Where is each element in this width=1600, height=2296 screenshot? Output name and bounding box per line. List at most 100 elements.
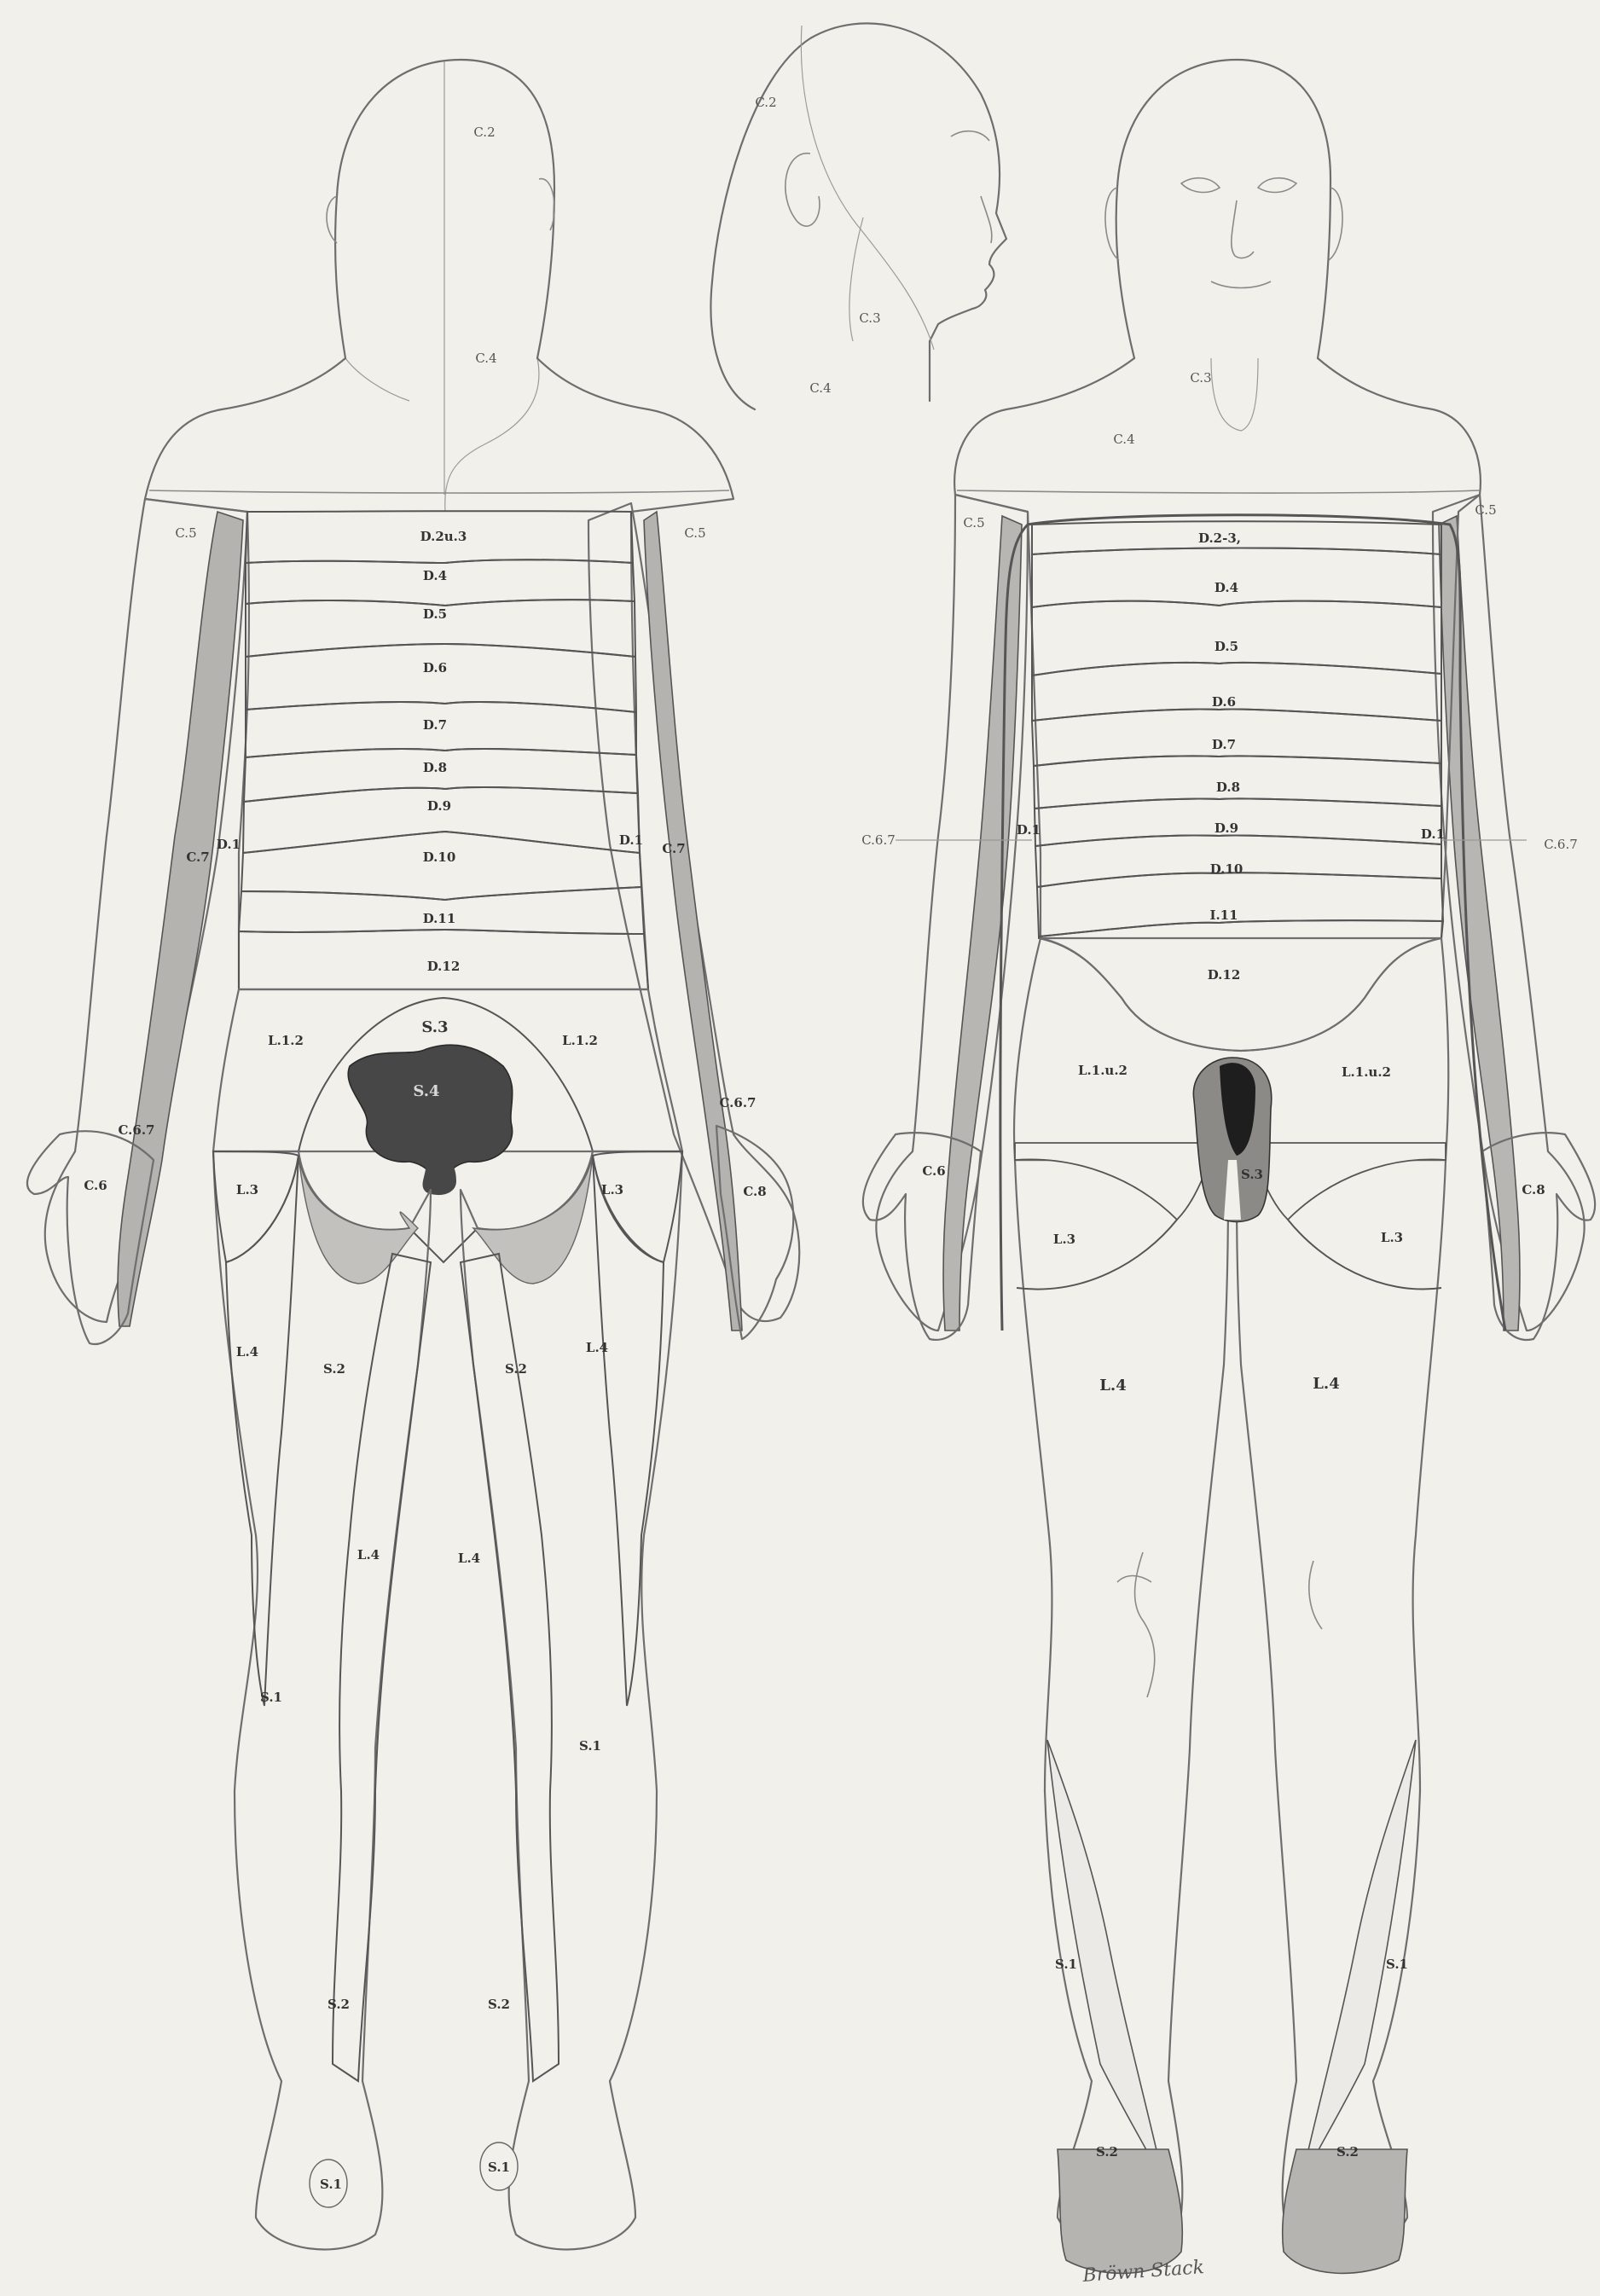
back-band-d9 [243,787,640,853]
back-label-l4-right-outer: L.4 [586,1340,608,1355]
front-label-c3: C.3 [1190,370,1211,386]
front-label-s1-left: S.1 [1055,1957,1077,1972]
front-label-l1u2-right: L.1.u.2 [1342,1064,1391,1080]
front-label-l3-right: L.3 [1381,1230,1403,1245]
front-label-d1-left: D.1 [1017,822,1041,838]
front-label-s2-right: S.2 [1336,2144,1359,2160]
front-band-d11 [1037,873,1443,936]
front-label-c4: C.4 [1113,432,1134,447]
front-left-arm-band [943,516,1022,1331]
front-right-l3-boundary [1288,1220,1441,1290]
front-label-c67-left: C.6.7 [861,832,896,848]
front-label-l3-left: L.3 [1053,1232,1075,1247]
head-label-c4: C.4 [809,380,831,396]
back-label-l4-right-inner: L.4 [458,1551,480,1566]
back-label-d1-right: D.1 [619,832,643,848]
back-label-d12: D.12 [427,959,461,974]
front-head [1116,60,1330,358]
back-label-d6: D.6 [423,660,447,675]
back-label-s1-left-heel: S.1 [320,2177,342,2192]
front-label-c67-right: C.6.7 [1544,837,1578,852]
front-label-s2-left: S.2 [1096,2144,1118,2160]
back-label-d8: D.8 [423,760,447,775]
front-label-d10: D.10 [1210,861,1243,877]
front-label-l4-left: L.4 [1099,1377,1126,1394]
back-label-c7-right: C.7 [662,841,685,856]
front-band-d12 [1039,920,1443,1051]
front-label-s1-right: S.1 [1386,1957,1408,1972]
head-profile-ear [786,154,820,226]
back-label-l3-right: L.3 [601,1182,623,1197]
back-left-l4-outer [226,1156,299,1706]
front-label-d23: D.2-3, [1198,531,1241,546]
back-label-s2-left-ankle: S.2 [328,1997,350,2012]
back-inner-thigh-s3-left [299,1156,418,1284]
front-label-l4-right: L.4 [1313,1375,1339,1393]
front-left-foot [1058,2149,1182,2273]
back-label-s1-left-calf: S.1 [260,1690,282,1705]
front-labels: C.3 C.4 C.5 C.5 D.2-3, D.4 D.5 D.6 D.7 D… [861,370,1578,2160]
back-right-arm-band-c7 [644,512,742,1331]
front-label-c6-left: C.6 [922,1163,945,1179]
back-label-d9: D.9 [427,798,451,814]
back-left-arm-band-c7 [118,512,243,1326]
back-view: C.2 C.4 C.5 C.5 D.2u.3 D.4 D.5 D.6 D.7 D… [27,60,799,2249]
back-right-leg [461,1151,682,2249]
back-label-d11: D.11 [423,911,456,926]
front-label-d7: D.7 [1212,737,1236,752]
back-label-d5: D.5 [423,606,447,622]
back-label-c4: C.4 [475,351,496,366]
back-label-s2-left: S.2 [323,1361,345,1377]
front-label-d4: D.4 [1214,580,1238,595]
head-label-c2: C.2 [755,95,776,110]
front-label-d9: D.9 [1214,820,1238,836]
back-label-l12-left: L.1.2 [268,1033,304,1048]
back-label-d1-left: D.1 [217,837,241,852]
back-label-c2: C.2 [473,125,495,140]
back-label-s2-right-ankle: S.2 [488,1997,510,2012]
back-label-d2u3: D.2u.3 [420,529,467,544]
back-label-l4-left-outer: L.4 [236,1344,258,1360]
back-label-c5-left: C.5 [175,525,196,541]
back-sacral-s4-tail [423,1160,456,1195]
front-label-c5-right: C.5 [1475,502,1496,518]
front-left-l3-boundary [1017,1220,1177,1290]
back-label-l12-right: L.1.2 [562,1033,598,1048]
head-profile [710,23,1006,409]
front-label-d8: D.8 [1216,780,1240,795]
front-label-d1-right: D.1 [1421,826,1445,842]
front-band-d7 [1032,710,1441,766]
back-label-s1-right-heel: S.1 [488,2160,510,2175]
back-label-d10: D.10 [423,849,456,865]
head-profile-labels: C.2 C.3 C.4 [755,95,880,396]
back-label-s1-right-calf: S.1 [579,1738,601,1754]
front-right-foot [1283,2149,1407,2273]
front-right-arm-band [1439,516,1520,1331]
head-label-c3: C.3 [859,310,880,326]
front-label-d12: D.12 [1208,967,1241,983]
back-left-l3 [213,1151,299,1262]
back-label-c67-left: C.6.7 [119,1122,155,1138]
back-left-leg [213,1151,431,2249]
front-label-s3: S.3 [1241,1167,1263,1182]
front-label-d5: D.5 [1214,639,1238,654]
back-band-d6 [246,644,636,712]
back-label-l4-left-inner: L.4 [357,1547,380,1563]
back-label-c8-right: C.8 [743,1184,766,1199]
front-band-d6 [1032,663,1441,721]
back-label-c5-right: C.5 [684,525,705,541]
front-label-l1u2-left: L.1.u.2 [1078,1063,1128,1078]
back-label-d7: D.7 [423,717,447,733]
back-label-c6-left: C.6 [84,1178,107,1193]
head-profile-outline [710,23,1006,409]
back-label-s4: S.4 [413,1082,439,1100]
front-view: C.3 C.4 C.5 C.5 D.2-3, D.4 D.5 D.6 D.7 D… [861,60,1595,2273]
front-band-d4 [1032,548,1441,608]
back-label-l3-left: L.3 [236,1182,258,1197]
front-label-d6: D.6 [1212,694,1236,710]
back-label-c7-left: C.7 [186,849,209,865]
back-label-s3: S.3 [421,1018,448,1036]
front-label-d11: I.11 [1209,907,1238,923]
